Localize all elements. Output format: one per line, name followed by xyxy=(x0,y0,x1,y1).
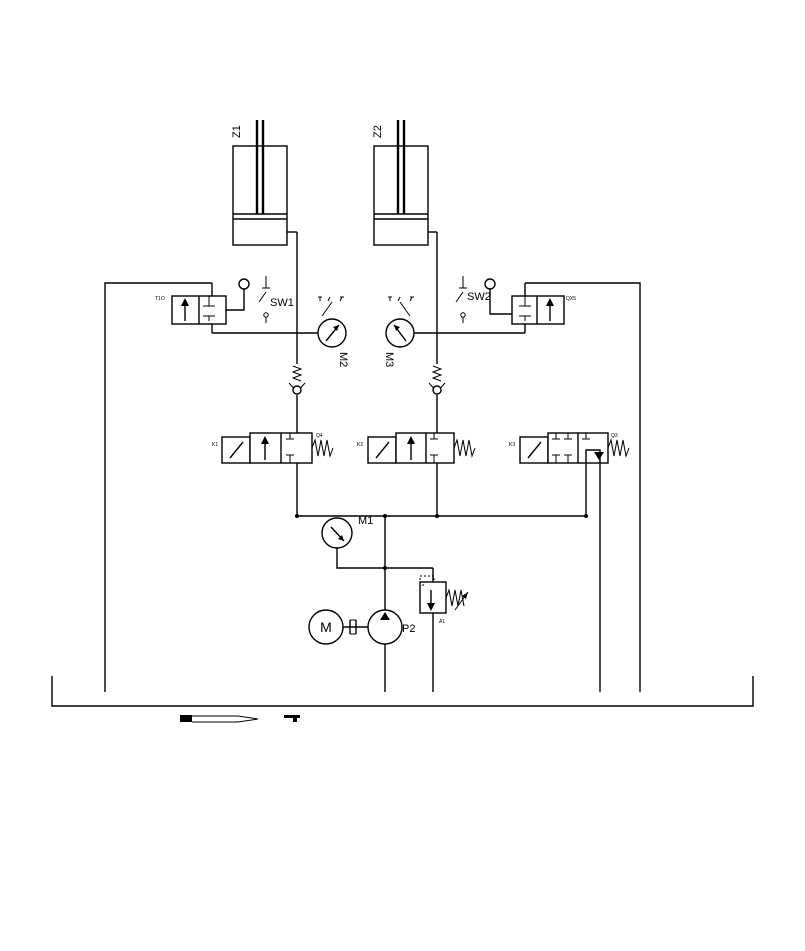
pressure-switch-sw2 xyxy=(455,276,467,323)
pressure-switch-sw2-label: SW2 xyxy=(467,291,491,303)
solenoid-valve-middle xyxy=(367,432,476,464)
pressure-gauge-m1 xyxy=(321,517,385,569)
electric-motor xyxy=(308,609,344,645)
electric-motor-label: M xyxy=(320,619,332,635)
pressure-gauge-m2 xyxy=(317,296,347,348)
pressure-gauge-m3 xyxy=(385,296,415,348)
pressure-manifold xyxy=(295,463,588,518)
pump-pressure-line xyxy=(383,516,433,610)
return-line-left xyxy=(104,282,212,692)
check-valve-right xyxy=(428,333,446,433)
check-valve-left xyxy=(288,333,306,433)
relief-valve-right xyxy=(484,278,565,333)
pressure-switch-sw1-label: SW1 xyxy=(270,297,294,309)
coil-k1-label: K1 xyxy=(212,442,218,448)
system-relief-valve xyxy=(419,568,469,692)
solenoid-valve-q4-label: Q4 xyxy=(316,433,323,439)
cylinder-z1 xyxy=(232,120,298,333)
solenoid-valve-q3 xyxy=(519,432,630,464)
system-relief-valve-tag: A1 xyxy=(439,619,445,625)
coupling-shaft xyxy=(343,619,368,635)
pressure-gauge-m2-label: M2 xyxy=(337,352,349,367)
tank-reservoir-mark xyxy=(180,715,300,723)
hydraulic-pump-p2-label: P2 xyxy=(402,623,415,635)
relief-valve-left xyxy=(171,278,250,333)
coil-k3-label: K3 xyxy=(509,442,515,448)
pressure-gauge-m1-label: M1 xyxy=(358,515,373,527)
relief-valve-left-tag: T1O xyxy=(155,296,165,302)
coil-k2-label: K2 xyxy=(357,442,363,448)
return-line-right xyxy=(525,282,641,692)
cylinder-z1-label: Z1 xyxy=(231,125,243,138)
cylinder-z2 xyxy=(373,120,438,333)
tank-reservoir xyxy=(51,676,754,707)
relief-valve-right-tag: QX5 xyxy=(566,296,576,302)
hydraulic-pump-p2 xyxy=(367,609,403,692)
pressure-gauge-m3-label: M3 xyxy=(383,352,395,367)
solenoid-valve-q3-label: Q3 xyxy=(611,433,618,439)
pressure-switch-sw1 xyxy=(258,276,270,323)
solenoid-valve-q4 xyxy=(221,432,334,464)
cylinder-z2-label: Z2 xyxy=(372,125,384,138)
